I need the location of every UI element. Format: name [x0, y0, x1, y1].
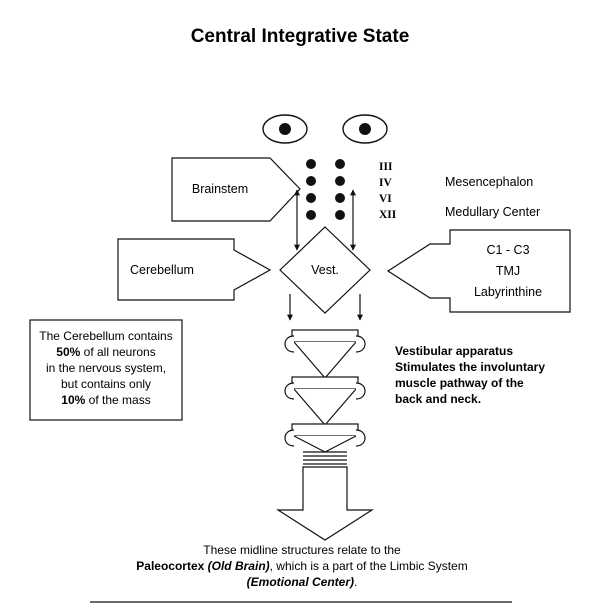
cranial-nuclei-dots [306, 159, 345, 220]
medullary-center-label: Medullary Center [445, 205, 540, 219]
footer-line-3: (Emotional Center). [247, 575, 358, 589]
vestibular-note-line: back and neck. [395, 392, 481, 406]
cranial-nerve-labels: III IV VI XII [379, 161, 397, 221]
vestibular-note: Vestibular apparatus Stimulates the invo… [395, 344, 545, 406]
brainstem-box: Brainstem [171, 157, 301, 222]
peripheral-input-box: C1 - C3 TMJ Labyrinthine [386, 229, 571, 313]
nerve-label: IV [379, 177, 392, 189]
cerebellum-note-box: The Cerebellum contains 50% of all neuro… [29, 319, 183, 421]
note-line: but contains only [61, 377, 151, 391]
page-title: Central Integrative State [191, 26, 410, 47]
nerve-label: III [379, 161, 393, 173]
nerve-label: XII [379, 209, 397, 221]
mesencephalon-label: Mesencephalon [445, 175, 533, 189]
vestibular-note-line: muscle pathway of the [395, 376, 524, 390]
vertebra-segment [284, 329, 366, 379]
input-c1-c3: C1 - C3 [486, 243, 529, 257]
right-eye-icon [342, 114, 388, 144]
vertebra-segment [284, 423, 366, 453]
footer-line-1: These midline structures relate to the [203, 543, 401, 557]
large-down-arrow [275, 466, 375, 541]
cerebellum-box: Cerebellum [117, 238, 272, 301]
input-tmj: TMJ [496, 264, 520, 278]
footer-line-2: Paleocortex (Old Brain), which is a part… [136, 559, 467, 573]
neck-bands [303, 451, 347, 465]
brainstem-label: Brainstem [192, 182, 248, 196]
note-line: 50% of all neurons [56, 345, 155, 359]
footer-caption: These midline structures relate to the P… [136, 543, 467, 589]
left-eye-icon [262, 114, 308, 144]
vertebra-segment [284, 376, 366, 426]
vestibular-note-line: Stimulates the involuntary [395, 360, 545, 374]
vestibular-note-line: Vestibular apparatus [395, 344, 513, 358]
vest-label: Vest. [311, 263, 339, 277]
note-line: 10% of the mass [61, 393, 150, 407]
note-line: The Cerebellum contains [39, 329, 172, 343]
input-labyrinthine: Labyrinthine [474, 285, 542, 299]
note-line: in the nervous system, [46, 361, 166, 375]
vestibular-diamond: Vest. [279, 226, 371, 314]
cerebellum-label: Cerebellum [130, 263, 194, 277]
nerve-label: VI [379, 193, 392, 205]
